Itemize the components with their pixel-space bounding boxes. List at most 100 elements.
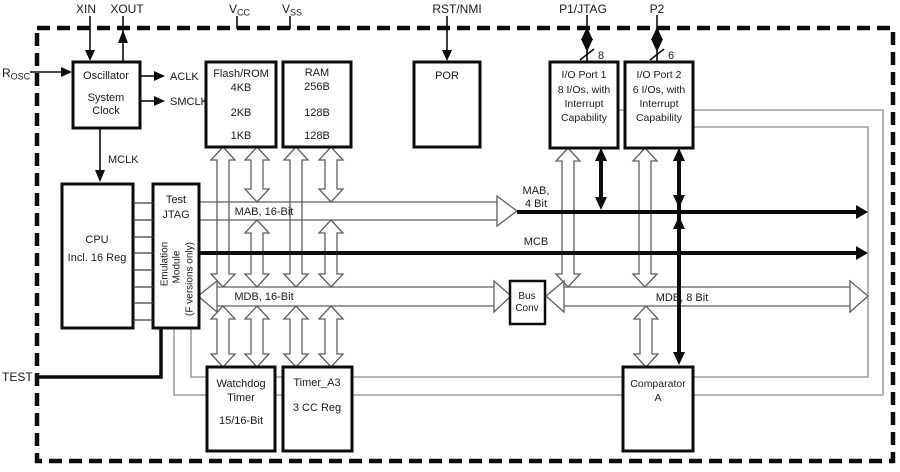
por-label: POR [435,70,459,82]
svg-text:RAM: RAM [305,67,329,79]
mcb-bus [199,246,868,260]
xin-label: XIN [76,2,96,16]
mdb8-label: MDB, 8 Bit [656,292,709,304]
xout-arrowhead [118,30,128,43]
svg-text:I/O Port 1: I/O Port 1 [562,69,607,81]
svg-text:Timer: Timer [227,392,255,404]
mab16-arrowhead [496,194,519,228]
mdb16-left-arrowhead [196,279,218,314]
pin-stubs [30,16,452,77]
svg-text:Flash/ROM: Flash/ROM [213,68,269,80]
svg-text:128B: 128B [304,107,330,119]
svg-text:System: System [88,92,125,104]
rst-arrowhead [442,50,452,61]
cpu-label: CPU Incl. 16 Reg [68,234,127,264]
comparator-label: Comparator A [630,378,686,404]
svg-text:Capability: Capability [636,112,683,124]
svg-text:128B: 128B [304,130,330,142]
oscillator-box [71,60,142,130]
test-wire [35,329,163,379]
vertical-bus-arrows [209,146,660,368]
svg-text:Comparator: Comparator [630,378,686,390]
aclk-label: ACLK [170,71,199,83]
p2-width-label: 6 [668,50,674,62]
chip-boundary [34,25,896,464]
rst-nmi-label: RST/NMI [432,2,481,16]
mdb-watchdog-arrow-1 [209,305,237,368]
svg-text:3 CC Reg: 3 CC Reg [293,402,341,414]
svg-text:8 I/Os, with: 8 I/Os, with [558,84,611,96]
svg-text:I/O Port 2: I/O Port 2 [637,69,682,81]
svg-text:Conv: Conv [515,303,538,314]
clock-outputs [95,71,165,182]
oscillator-label: Oscillator System Clock [83,70,129,117]
mclk-arrowhead [95,170,105,182]
svg-text:Interrupt: Interrupt [564,98,603,110]
bus-conv-box [508,279,547,326]
rosc-label: ROSC [2,66,31,82]
svg-text:2KB: 2KB [231,107,252,119]
mcb-arrowhead [856,246,868,260]
flash-mab-arrow [243,146,271,203]
svg-text:Timer_A3: Timer_A3 [293,377,340,389]
p2-port-arrow [649,15,665,61]
mcb-label: MCB [524,236,548,248]
mdb-timer-arrow-2 [317,305,345,368]
svg-text:JTAG: JTAG [162,209,189,221]
mdb8-left-arrowhead [545,279,565,314]
svg-text:256B: 256B [304,81,330,93]
port1-feedback-wire [173,109,884,396]
svg-text:Watchdog: Watchdog [216,378,265,390]
watchdog-box [205,365,277,453]
flash-label: Flash/ROM 4KB 2KB 1KB [213,68,269,142]
p1-port-arrow [579,15,595,61]
bus-conv-label: Bus Conv [515,291,538,314]
mclk-label: MCLK [108,154,139,166]
svg-text:Module: Module [172,250,183,283]
svg-text:Capability: Capability [561,112,608,124]
port1-mab-arrow [595,148,607,210]
port2-comparator-line [673,148,685,365]
p2-label: P2 [650,2,665,16]
aclk-arrowhead [154,71,165,81]
mdb8-bus [545,279,869,314]
cpu-box [60,182,135,330]
ram-label: RAM 256B 128B 128B [304,67,330,142]
ram-box [281,60,353,149]
io-port1-box [548,60,620,150]
emulation-box [151,182,201,330]
port2-feedback-wire [190,126,869,378]
smclk-label: SMCLK [170,96,209,108]
io-port2-box [623,60,695,150]
p1-jtag-label: P1/JTAG [559,2,607,16]
io-port2-label: I/O Port 2 6 I/Os, with Interrupt Capabi… [633,69,686,124]
svg-text:(F versions only): (F versions only) [185,242,196,316]
mab16-bus [199,194,519,228]
io-port1-label: I/O Port 1 8 I/Os, with Interrupt Capabi… [558,69,611,124]
mdb-watchdog-arrow-2 [243,305,271,368]
mdb16-right-arrowhead [493,279,512,314]
p1-width-label: 8 [598,50,604,62]
mab4-label-line2: 4 Bit [525,198,547,210]
mab16-label: MAB, 16-Bit [235,206,294,218]
timer-a3-box [281,365,354,453]
mdb8-right-arrowhead [849,279,869,314]
emulation-label: Test JTAG Emulation Module (F versions o… [160,194,196,316]
flash-box [204,60,278,149]
por-box [412,60,482,149]
svg-text:Incl. 16 Reg: Incl. 16 Reg [68,252,127,264]
comparator-box [621,365,695,453]
test-label: TEST [2,370,33,384]
port2-mdb-arrow [631,147,659,288]
svg-text:4KB: 4KB [231,82,252,94]
svg-text:1KB: 1KB [231,130,252,142]
svg-text:A: A [654,392,661,404]
smclk-arrowhead [154,96,165,106]
flash-mdb-arrow [209,146,237,288]
watchdog-label: Watchdog Timer 15/16-Bit [216,378,265,427]
xin-arrowhead [85,50,95,61]
svg-text:Oscillator: Oscillator [83,70,129,82]
xout-label: XOUT [110,2,144,16]
